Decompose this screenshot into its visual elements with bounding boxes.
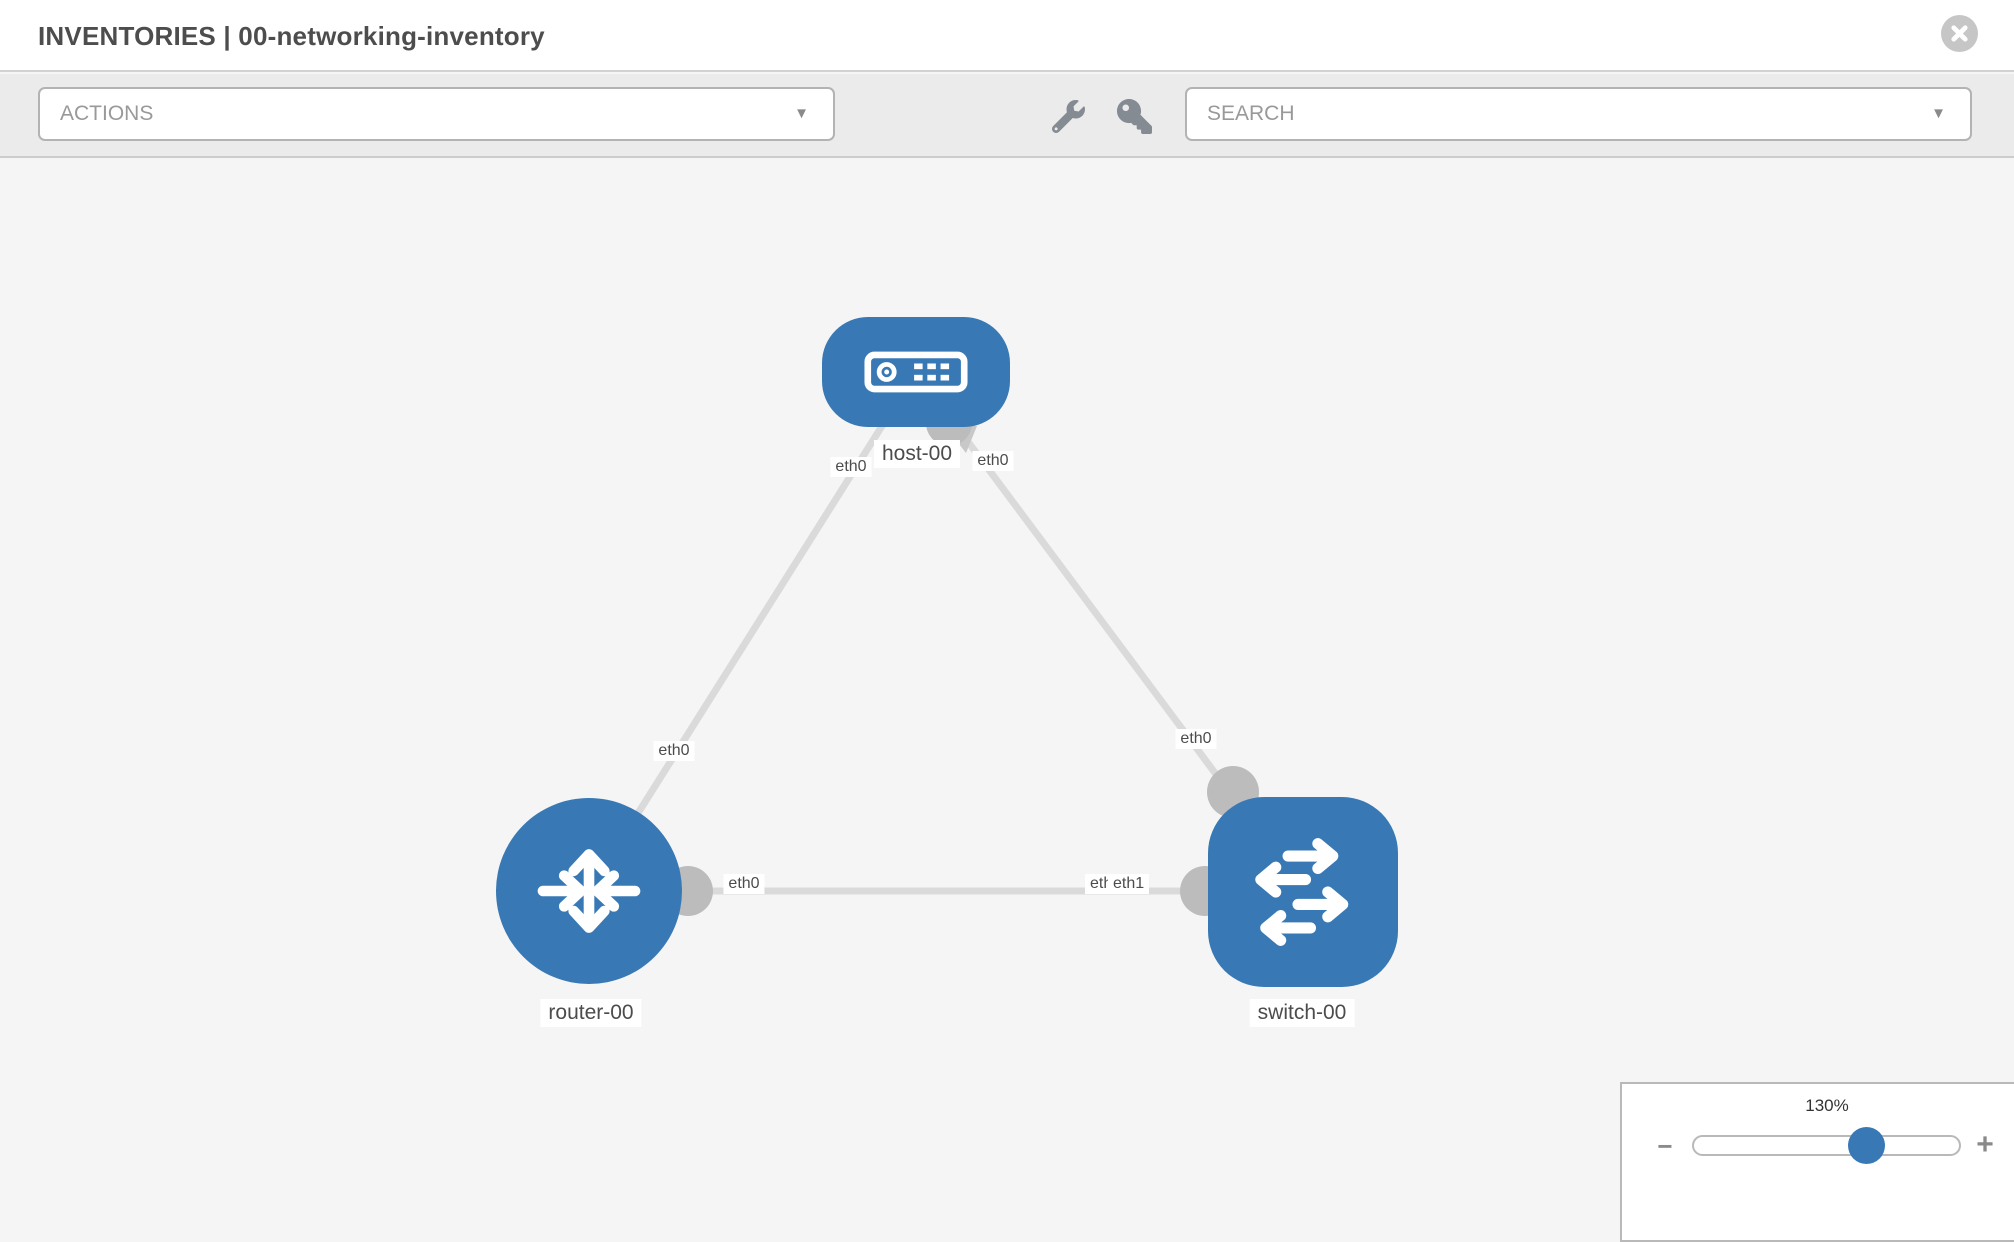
topology-canvas[interactable]: host-00 router-00 switch-00 eth0 eth0 et…: [0, 160, 2014, 1200]
switch-icon: [1255, 838, 1349, 946]
toolbar: ACTIONS ▼ SEARCH ▼: [0, 74, 2014, 158]
iface-label-switch-top: eth0: [1175, 729, 1217, 749]
router-icon: [537, 849, 641, 933]
zoom-out-button[interactable]: −: [1652, 1133, 1678, 1159]
close-icon: [1951, 25, 1968, 42]
iface-label-router-top: eth0: [653, 741, 695, 761]
actions-dropdown-label: ACTIONS: [60, 102, 154, 125]
chevron-down-icon: ▼: [1931, 105, 1946, 122]
zoom-in-button[interactable]: +: [1970, 1130, 2000, 1160]
node-label-router: router-00: [540, 999, 642, 1027]
zoom-percentage: 130%: [1805, 1096, 1849, 1115]
iface-label-host-right: eth0: [972, 451, 1014, 471]
zoom-slider-thumb[interactable]: [1848, 1127, 1885, 1164]
key-icon: [1116, 98, 1152, 134]
node-label-switch: switch-00: [1249, 999, 1355, 1027]
plus-icon: +: [1976, 1128, 1994, 1161]
credentials-button[interactable]: [1114, 96, 1154, 136]
node-router-00[interactable]: [496, 798, 682, 984]
node-switch-00[interactable]: [1208, 797, 1398, 987]
close-button[interactable]: [1941, 15, 1978, 52]
page-title: INVENTORIES | 00-networking-inventory: [38, 21, 545, 51]
panel-header: INVENTORIES | 00-networking-inventory: [0, 0, 2014, 72]
search-placeholder: SEARCH: [1207, 102, 1295, 125]
host-icon: [864, 351, 968, 393]
actions-dropdown[interactable]: ACTIONS ▼: [38, 87, 835, 141]
node-label-host: host-00: [873, 440, 961, 468]
wrench-icon: [1051, 99, 1085, 133]
iface-label-host-left: eth0: [830, 457, 872, 477]
search-dropdown[interactable]: SEARCH ▼: [1185, 87, 1972, 141]
iface-label-switch-left-front: eth1: [1108, 874, 1150, 894]
chevron-down-icon: ▼: [794, 105, 809, 122]
iface-label-router-right: eth0: [723, 874, 765, 894]
minus-icon: −: [1657, 1131, 1673, 1161]
zoom-slider-track[interactable]: [1692, 1135, 1961, 1156]
tools-button[interactable]: [1048, 96, 1088, 136]
links-layer: [586, 369, 1306, 895]
node-host-00[interactable]: [822, 317, 1010, 427]
zoom-panel: 130% − +: [1620, 1082, 2014, 1242]
